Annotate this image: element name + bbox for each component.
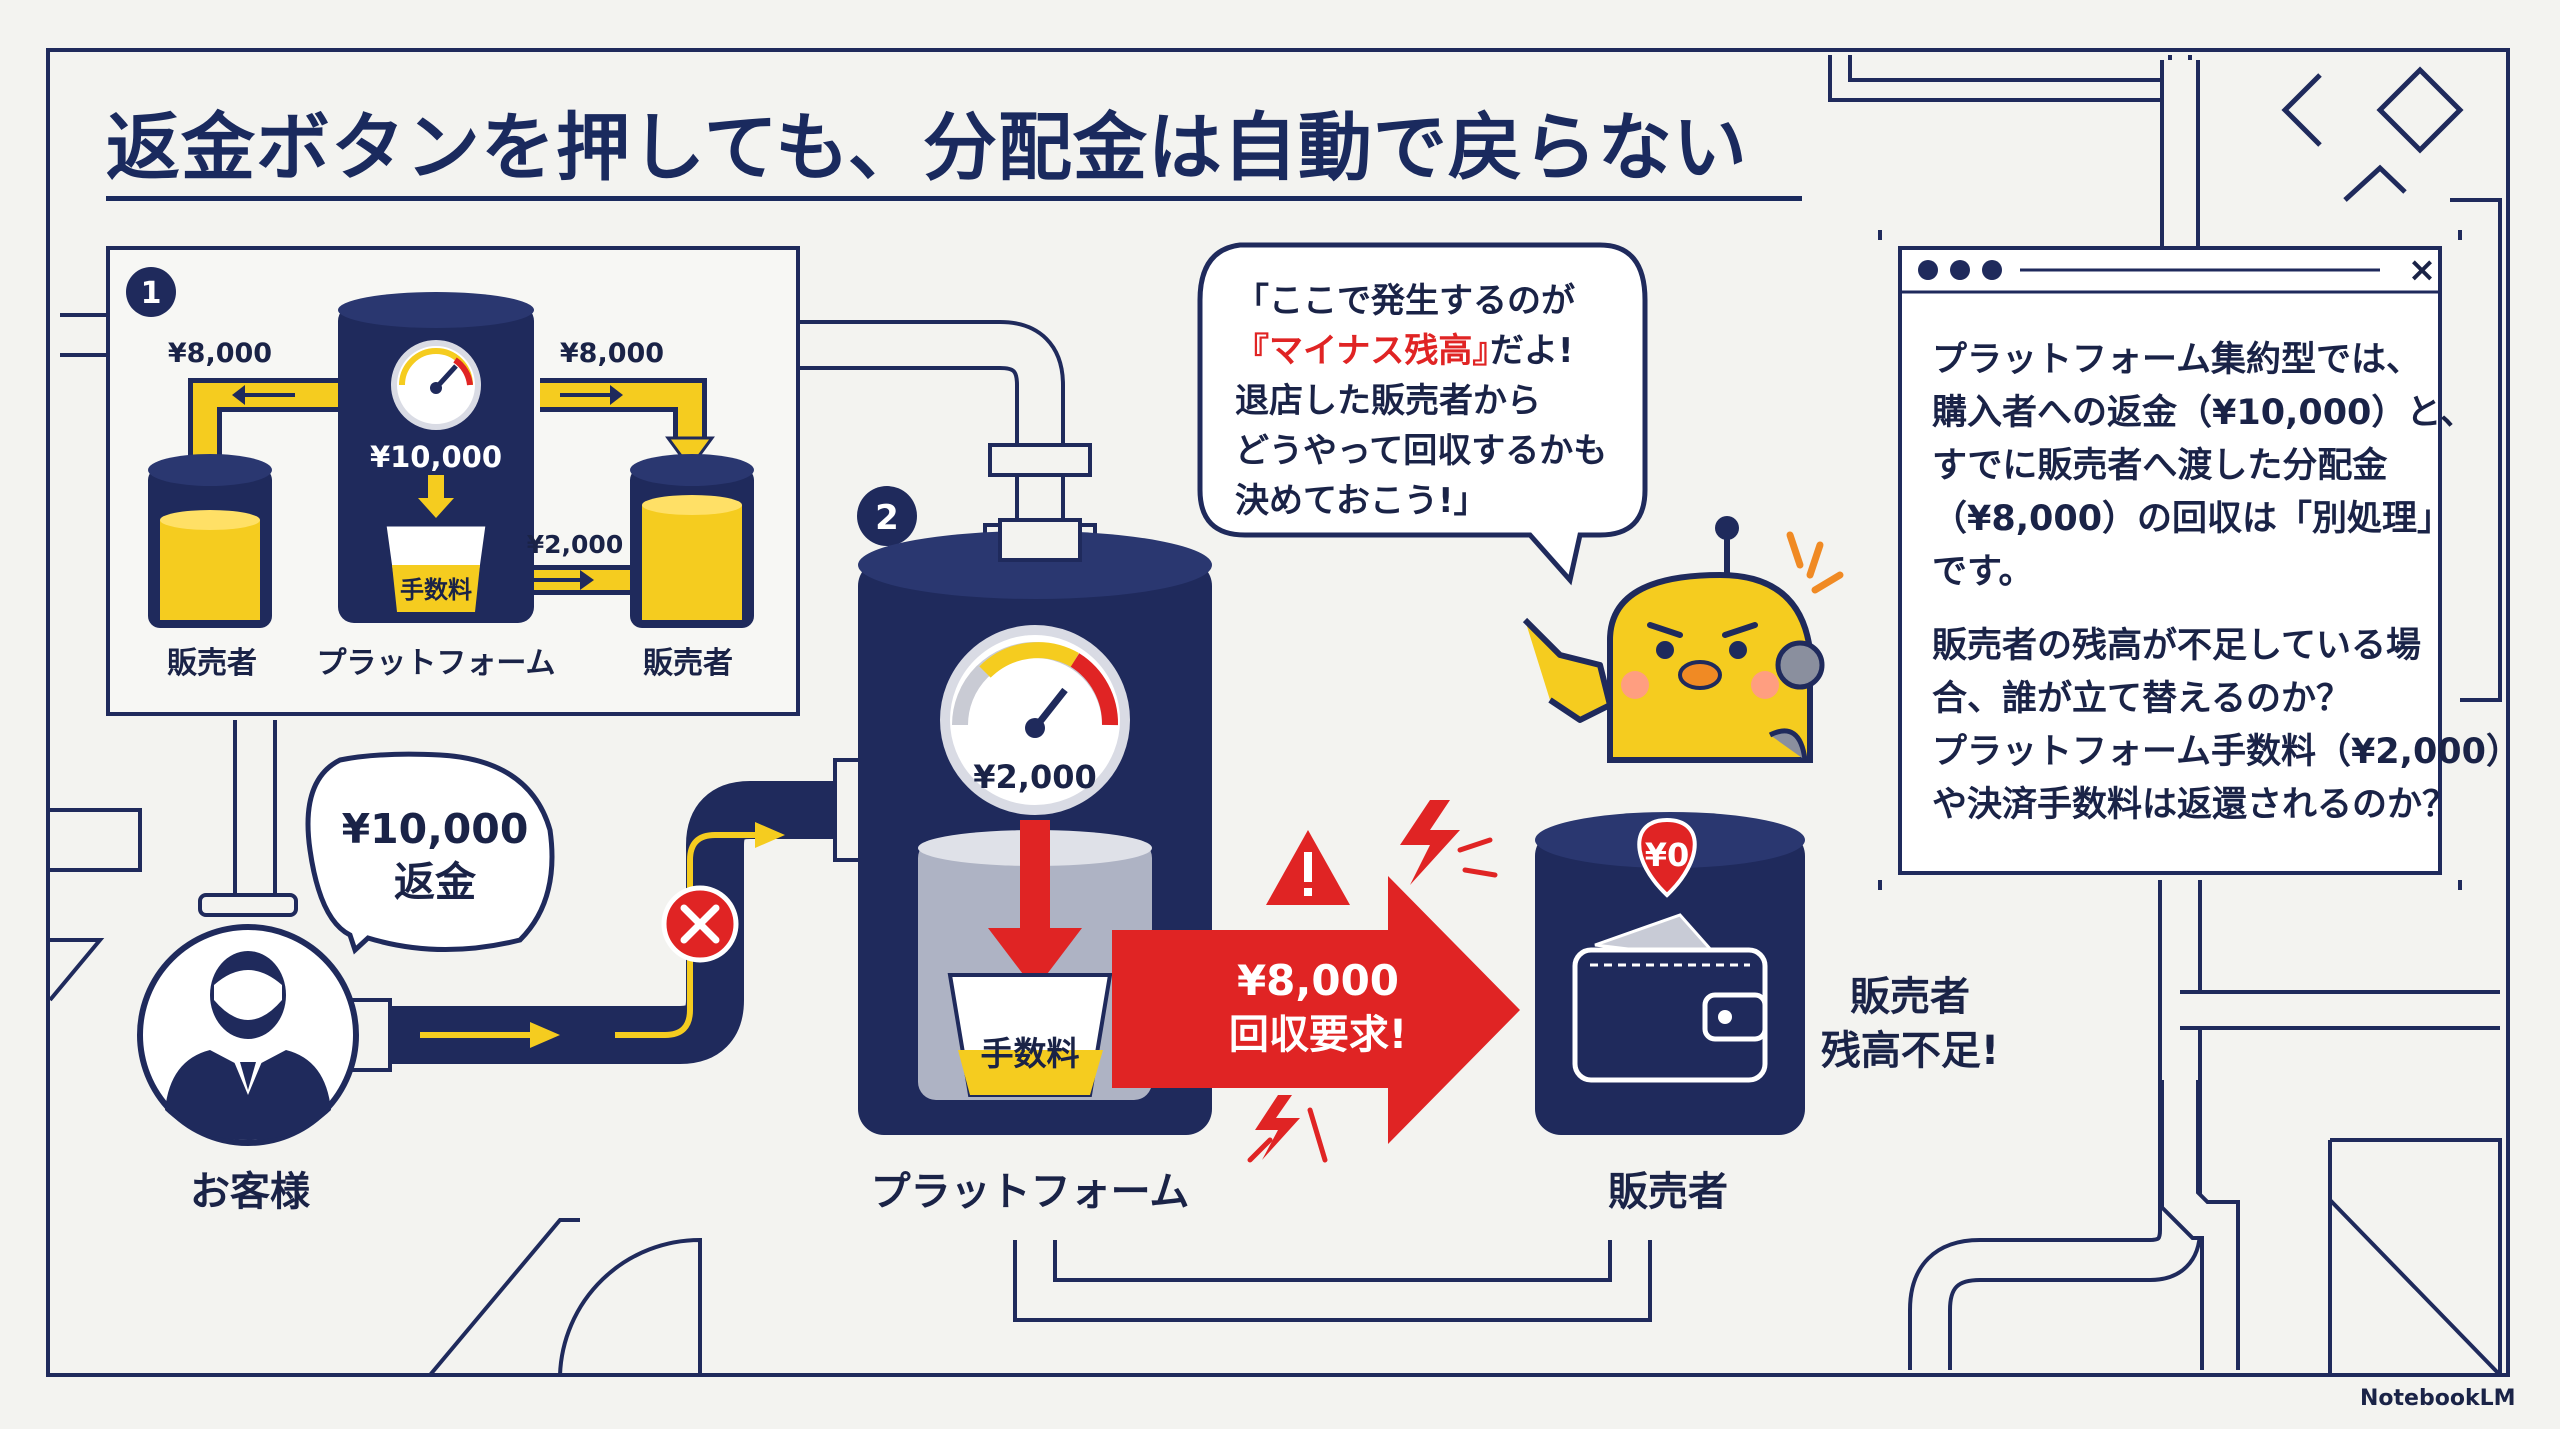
- step1-fee-label: 手数料: [400, 576, 472, 604]
- info-close-icon[interactable]: ×: [2408, 250, 2437, 290]
- outer-frame: [46, 48, 2510, 1377]
- arrow-text: 回収要求!: [1229, 1012, 1407, 1058]
- lightning-icon: [1400, 800, 1460, 885]
- speech-line2-highlight: 『マイナス残高』: [1235, 331, 1506, 371]
- step1-tank-amount: ¥10,000: [370, 440, 502, 474]
- customer: ¥10,000 返金 お客様: [137, 751, 865, 1215]
- speech-line3: 退店した販売者から: [1235, 381, 1541, 421]
- mascot-speech-bubble: 「ここで発生するのが 『マイナス残高』 だよ! 退店した販売者から どうやって回…: [1197, 242, 1648, 586]
- recovery-arrow: ¥8,000 回収要求!: [1112, 800, 1520, 1163]
- step1-left-amount: ¥8,000: [168, 338, 272, 369]
- platform-label: プラットフォーム: [871, 1169, 1190, 1215]
- platform-gauge-amount: ¥2,000: [973, 758, 1096, 796]
- step1-label-center: プラットフォーム: [316, 646, 555, 681]
- step2-badge: [857, 486, 917, 546]
- customer-bubble-text: 返金: [394, 858, 477, 906]
- info-line-4: （¥8,000）の回収は「別処理」: [1932, 499, 2453, 539]
- info-line-6: 販売者の残高が不足している場: [1932, 626, 2421, 666]
- info-panel: ×: [1878, 230, 2462, 890]
- step1-fee-amount: ¥2,000: [527, 530, 623, 559]
- watermark: NotebookLM: [2360, 1386, 2516, 1411]
- info-line-8: プラットフォーム手数料（¥2,000）: [1932, 732, 2522, 772]
- speech-line2-tail: だよ!: [1490, 331, 1574, 371]
- info-line-3: すでに販売者へ渡した分配金: [1932, 446, 2388, 486]
- info-line-9: や決済手数料は返還されるのか？: [1932, 785, 2458, 825]
- title-underline: [106, 196, 1802, 201]
- step1-label-left: 販売者: [167, 646, 257, 681]
- speech-line4: どうやって回収するかも: [1235, 431, 1607, 471]
- corner-deco: [2281, 66, 2464, 202]
- robot-mascot-icon: [1522, 516, 1844, 763]
- background-pipes: [48, 55, 2502, 1377]
- customer-refund-bubble: [305, 751, 555, 955]
- wallet-icon: [1572, 913, 1768, 1083]
- step1-right-amount: ¥8,000: [560, 338, 664, 369]
- shortfall-line2: 残高不足!: [1821, 1028, 1999, 1074]
- step2-platform: 2 ¥2,000 手数料 プラットフォーム: [857, 486, 1212, 1215]
- arrow-amount: ¥8,000: [1237, 956, 1399, 1005]
- customer-bubble-amount: ¥10,000: [342, 805, 529, 853]
- step1-badge-number: 1: [141, 276, 162, 311]
- speech-line5: 決めておこう!」: [1235, 481, 1488, 521]
- platform-fee-label: 手数料: [981, 1034, 1080, 1073]
- step1-badge: [126, 267, 176, 317]
- info-line-7: 合、誰が立て替えるのか？: [1932, 679, 2351, 719]
- step1-panel: 1 ¥8,000: [106, 246, 800, 716]
- shortfall-line1: 販売者: [1850, 974, 1970, 1020]
- customer-label: お客様: [190, 1169, 311, 1215]
- wallet-amount: ¥0: [1645, 836, 1690, 874]
- page-title: 返金ボタンを押しても、分配金は自動で戻らない: [106, 105, 1748, 191]
- info-line-1: プラットフォーム集約型では、: [1932, 340, 2421, 380]
- step1-label-right: 販売者: [643, 646, 733, 681]
- info-line-2: 購入者への返金（¥10,000）と、: [1932, 393, 2476, 433]
- step2-badge-number: 2: [875, 498, 899, 538]
- speech-line1: 「ここで発生するのが: [1235, 281, 1575, 321]
- seller-label: 販売者: [1608, 1169, 1728, 1215]
- info-line-5: です。: [1932, 552, 2034, 592]
- seller-tank: ¥0 販売者 販売者 残高不足!: [1535, 812, 1999, 1215]
